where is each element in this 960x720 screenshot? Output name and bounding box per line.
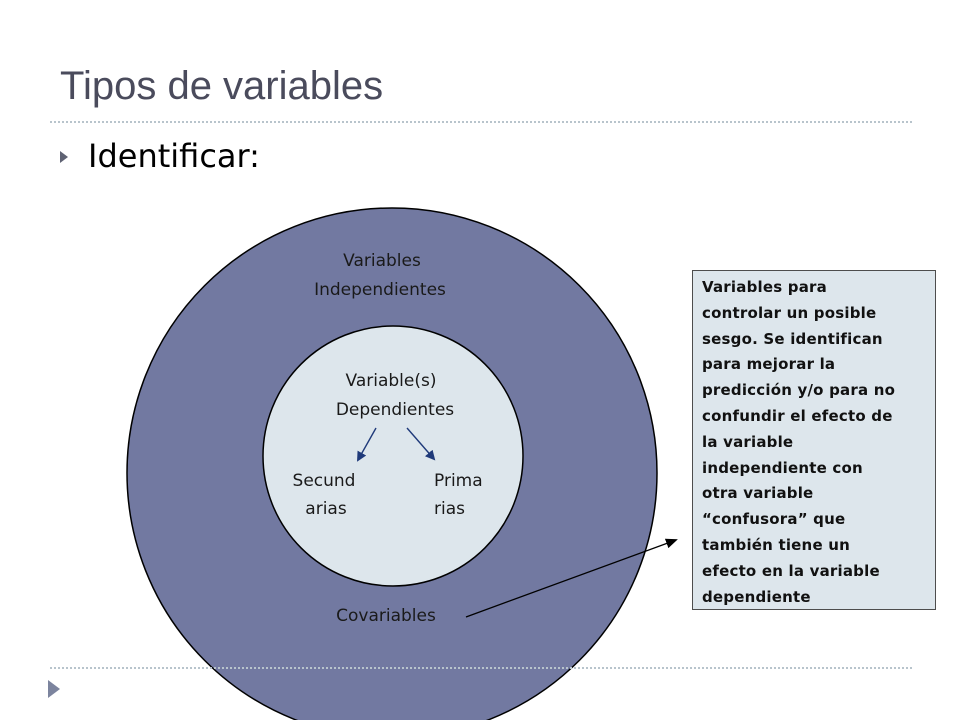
arrow-to-primarias: [406, 427, 436, 461]
inner-label-line1: Variable(s): [346, 371, 437, 391]
callout-line: la variable: [702, 432, 794, 451]
slide-title: Tipos de variables: [60, 64, 384, 108]
callout-line: independiente con: [702, 458, 863, 477]
covariables-label: Covariables: [336, 606, 436, 626]
callout-line: controlar un posible: [702, 303, 877, 322]
callout-text: Variables para controlar un posible sesg…: [702, 275, 926, 610]
callout-line: también tiene un: [702, 535, 850, 554]
triangle-right-icon: [48, 680, 60, 698]
callout-line: para mejorar la: [702, 355, 836, 374]
callout-line: dependiente: [702, 587, 811, 606]
footer-divider: [50, 667, 912, 669]
bullet-item: Identificar:: [60, 137, 260, 175]
secundarias-line2: arias: [305, 499, 347, 519]
arrow-covariables-to-callout: [465, 538, 678, 618]
callout-line: sesgo. Se identifican: [702, 329, 883, 348]
callout-line: predicción y/o para no: [702, 381, 896, 400]
covariables-callout: Variables para controlar un posible sesg…: [692, 270, 936, 610]
callout-line: otra variable: [702, 484, 814, 503]
callout-line: “confusora” que: [702, 510, 846, 529]
arrow-to-secundarias: [357, 427, 377, 462]
primarias-line2: rias: [434, 499, 465, 519]
outer-label-line1: Variables: [343, 251, 421, 271]
outer-label-line2: Independientes: [314, 280, 446, 300]
inner-label-line2: Dependientes: [336, 400, 454, 420]
inner-circle-dependientes: [262, 325, 524, 587]
secundarias-line1: Secund: [293, 471, 356, 491]
primarias-line1: Prima: [434, 471, 483, 491]
callout-line: confundir el efecto de: [702, 406, 893, 425]
triangle-right-icon: [60, 151, 68, 163]
title-divider: [50, 121, 912, 123]
bullet-text: Identificar:: [88, 137, 260, 175]
callout-line: Variables para: [702, 278, 827, 296]
callout-line: efecto en la variable: [702, 561, 880, 580]
